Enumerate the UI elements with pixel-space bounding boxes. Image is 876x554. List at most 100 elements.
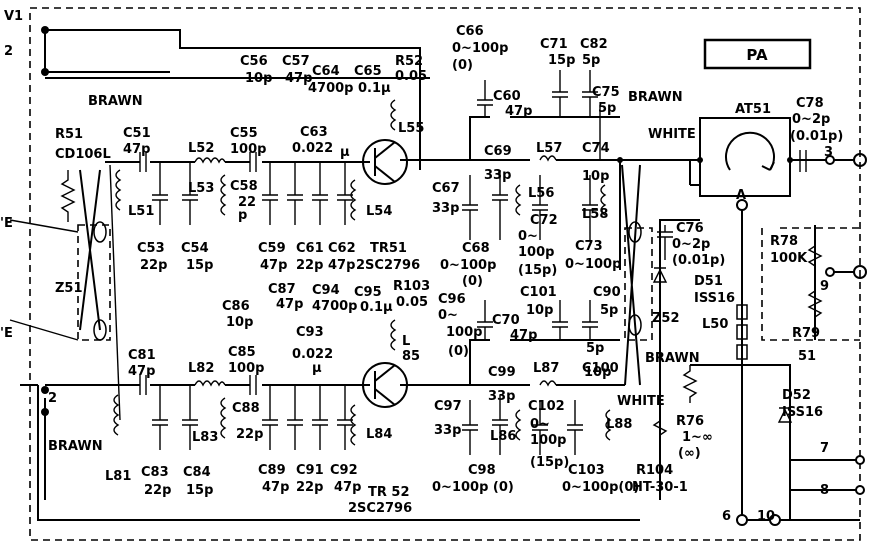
l51-label: L51 xyxy=(128,204,154,219)
c59-value: 47p xyxy=(260,258,287,273)
c55-value: 100p xyxy=(230,142,266,157)
c75-value: 5p xyxy=(598,101,616,116)
c86-label: C86 xyxy=(222,299,250,314)
c60-label: C60 xyxy=(493,89,521,104)
r51-label: R51 xyxy=(55,127,83,142)
c94-value: 4700p xyxy=(312,299,358,314)
port-10: 10 xyxy=(757,509,775,524)
c51-value: 47p xyxy=(123,142,150,157)
r78-value: 100K xyxy=(770,251,808,266)
r51-value: CD106L xyxy=(55,147,111,162)
c90-label: C90 xyxy=(593,285,621,300)
c69-value: 33p xyxy=(484,168,511,183)
port-7: 7 xyxy=(820,441,829,456)
c71-label: C71 xyxy=(540,37,568,52)
z51-label: Z51 xyxy=(55,281,83,296)
c81-label: C81 xyxy=(128,348,156,363)
r52-label: R52 xyxy=(395,54,423,69)
c85-value: 100p xyxy=(228,361,264,376)
c64-value: 4700p xyxy=(308,81,354,96)
c100-value: 5p xyxy=(586,341,604,356)
c54-value: 15p xyxy=(186,258,213,273)
net-brawn-mid: BRAWN xyxy=(628,90,683,105)
d52-label: D52 xyxy=(782,388,811,403)
r76-label: R76 xyxy=(676,414,704,429)
c56-value: 10p xyxy=(245,71,272,86)
net-brawn-bottom: BRAWN xyxy=(48,439,103,454)
c61-value: 22p xyxy=(296,258,323,273)
c89-label: C89 xyxy=(258,463,286,478)
net-white-lower: WHITE xyxy=(617,394,665,409)
c58-unit: p xyxy=(238,208,247,223)
c72-default: (15p) xyxy=(518,263,557,278)
c95-label: C95 xyxy=(354,285,382,300)
l84-label: L84 xyxy=(366,427,392,442)
net-brawn-lower: BRAWN xyxy=(645,351,700,366)
c51-label: C51 xyxy=(123,126,151,141)
c96-value: 0~ xyxy=(438,308,458,323)
c92-value: 47p xyxy=(334,480,361,495)
c103-label: C103 xyxy=(568,463,605,478)
c65-label: C65 xyxy=(354,64,382,79)
c62-value: 47p xyxy=(328,258,355,273)
port-6: 6 xyxy=(722,509,731,524)
c72-value-2: 100p xyxy=(518,245,554,260)
at51-label: AT51 xyxy=(735,102,771,117)
c89-value: 47p xyxy=(262,480,289,495)
c81-value: 47p xyxy=(128,364,155,379)
c88-value: 22p xyxy=(236,427,263,442)
c56-label: C56 xyxy=(240,54,268,69)
c68-label: C68 xyxy=(462,241,490,256)
c58-value: 22 xyxy=(238,195,256,210)
output-section xyxy=(617,117,867,526)
port-v1: V1 xyxy=(4,9,23,24)
page-title: PA xyxy=(746,46,768,64)
r104-label: R104 xyxy=(636,463,673,478)
c76-default: (0.01p) xyxy=(672,253,725,268)
c96-default: (0) xyxy=(448,344,469,359)
tr52-type: 2SC2796 xyxy=(348,501,412,516)
c94-label: C94 xyxy=(312,283,340,298)
port-8: 8 xyxy=(820,483,829,498)
c67-value: 33p xyxy=(432,201,459,216)
c70-value: 47p xyxy=(510,328,537,343)
port-2b: 2 xyxy=(48,391,57,406)
c101-value: 10p xyxy=(526,303,553,318)
l85-label: L xyxy=(402,334,410,349)
c65-value: 0.1μ xyxy=(358,81,391,96)
c76-label: C76 xyxy=(676,221,704,236)
c98-value: 0~100p (0) xyxy=(432,480,514,495)
c98-label: C98 xyxy=(468,463,496,478)
tr51-label: TR51 xyxy=(370,241,407,256)
c76-value: 0~2p xyxy=(672,237,710,252)
l52-label: L52 xyxy=(188,141,214,156)
combiner xyxy=(9,164,653,421)
l53-label: L53 xyxy=(188,181,214,196)
c102-default: (15p) xyxy=(530,455,569,470)
c53-label: C53 xyxy=(137,241,165,256)
l87-label: L87 xyxy=(533,361,559,376)
c78-label: C78 xyxy=(796,96,824,111)
c84-label: C84 xyxy=(183,465,211,480)
c82-label: C82 xyxy=(580,37,608,52)
r104-type: HT-30-1 xyxy=(632,480,688,495)
l54-label: L54 xyxy=(366,204,392,219)
r103-value: 0.05 xyxy=(396,295,428,310)
c57-value: 47p xyxy=(285,71,312,86)
c101-label: C101 xyxy=(520,285,557,300)
c53-value: 22p xyxy=(140,258,167,273)
r103-label: R103 xyxy=(393,279,430,294)
d51-type: ISS16 xyxy=(694,291,735,306)
r76-default: (∞) xyxy=(678,446,701,461)
c86-value: 10p xyxy=(226,315,253,330)
c66-label: C66 xyxy=(456,24,484,39)
c102-value: 0~ xyxy=(530,417,550,432)
c99-label: C99 xyxy=(488,365,516,380)
c102-label: C102 xyxy=(528,399,565,414)
unit-51: 51 xyxy=(798,349,816,364)
c73-label: C73 xyxy=(575,239,603,254)
c96-value-2: 100p xyxy=(446,325,482,340)
net-white-top: WHITE xyxy=(648,127,696,142)
c87-label: C87 xyxy=(268,282,296,297)
